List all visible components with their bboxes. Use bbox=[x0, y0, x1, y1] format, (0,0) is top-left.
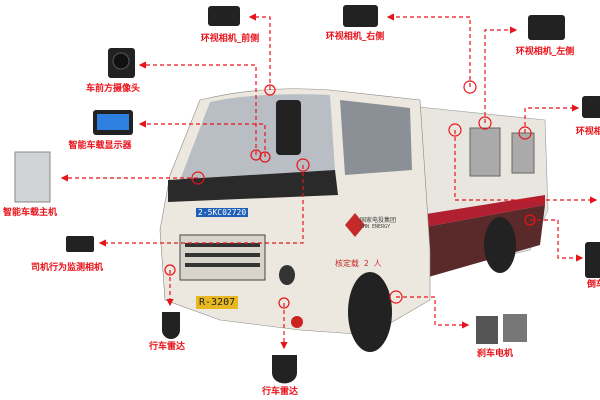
motor-icon bbox=[503, 314, 527, 342]
label-host: 智能车载主机 bbox=[2, 208, 58, 218]
label-cam-right: 环视相机_右侧 bbox=[325, 32, 385, 42]
rear-plate: R-3207 bbox=[196, 296, 239, 309]
label-front-camera: 车前方摄像头 bbox=[85, 84, 141, 94]
front-plate: 2-5KC02720 bbox=[196, 208, 249, 217]
label-reverse-radar: 倒车雷达 bbox=[586, 280, 600, 290]
mirror bbox=[276, 100, 301, 155]
radar-icon bbox=[272, 355, 297, 384]
truck-body bbox=[159, 88, 549, 352]
label-cam-left: 环视相机_左侧 bbox=[515, 47, 575, 57]
label-cam-rear: 环视相机_后侧 bbox=[575, 127, 600, 137]
camera-icon bbox=[343, 5, 378, 27]
label-radar-left: 行车雷达 bbox=[148, 342, 186, 352]
brand-logo bbox=[345, 213, 365, 237]
sensor-markers bbox=[164, 80, 536, 309]
camera-icon bbox=[582, 96, 600, 118]
host-icon bbox=[14, 151, 51, 203]
callout-lines bbox=[60, 13, 598, 350]
label-driver-cam: 司机行为监测相机 bbox=[30, 263, 104, 273]
radar-icon bbox=[585, 242, 600, 278]
cargo-window bbox=[469, 127, 501, 177]
capacity-text: 核定载 2 人 bbox=[335, 259, 382, 268]
cargo-window bbox=[511, 132, 535, 174]
driver-camera-icon bbox=[66, 236, 94, 252]
label-radar-bottom: 行车雷达 bbox=[261, 387, 299, 397]
radar-icon bbox=[162, 312, 180, 339]
brand-cn: 国家电投集团 bbox=[360, 217, 397, 224]
camera-icon bbox=[528, 15, 565, 40]
motor-icon bbox=[476, 316, 498, 344]
label-cam-front: 环视相机_前侧 bbox=[200, 34, 260, 44]
front-wheel bbox=[348, 272, 392, 352]
side-window bbox=[340, 100, 412, 175]
camera-icon bbox=[208, 6, 240, 26]
label-brake-motor: 刹车电机 bbox=[476, 349, 514, 359]
label-display: 智能车载显示器 bbox=[68, 141, 132, 151]
rear-wheel bbox=[484, 217, 516, 273]
brand-en: CHN ENERGY bbox=[360, 224, 391, 230]
